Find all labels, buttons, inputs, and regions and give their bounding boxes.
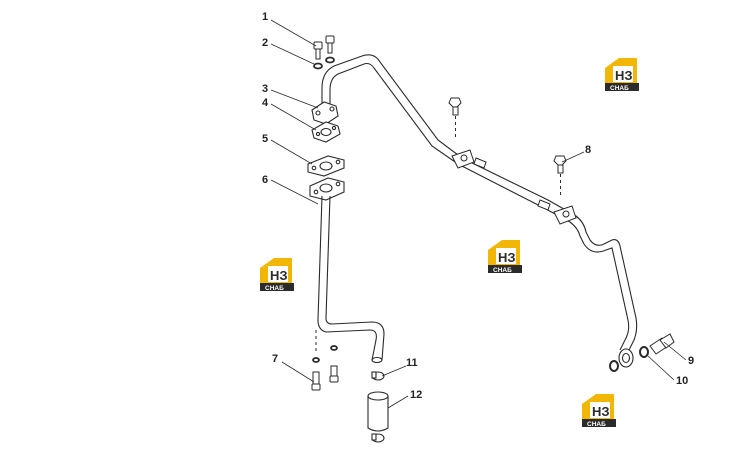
svg-text:СНАБ: СНАБ [493, 267, 512, 274]
callout-12: 12 [410, 389, 422, 401]
svg-text:НЗ: НЗ [615, 68, 633, 83]
clamp-bolt [448, 97, 462, 140]
banjo-bolt [649, 333, 675, 355]
watermark-logo: НЗ СНАБ [260, 258, 294, 292]
fitting-washer [313, 56, 335, 70]
return-pipe-flange [309, 177, 345, 201]
return-oil-pipe [317, 195, 385, 364]
watermark-logo: НЗ СНАБ [605, 58, 639, 92]
svg-text:СНАБ: СНАБ [610, 85, 629, 92]
callout-8: 8 [585, 144, 591, 156]
leader-lines [270, 19, 687, 409]
hose-clamp [371, 371, 385, 381]
svg-text:НЗ: НЗ [498, 250, 516, 265]
callout-11: 11 [406, 357, 418, 369]
callout-2: 2 [262, 37, 268, 49]
pipe-flange [311, 101, 339, 125]
watermark-logo: НЗ СНАБ [582, 394, 616, 428]
watermark-logo: НЗ СНАБ [488, 240, 522, 274]
svg-text:СНАБ: СНАБ [587, 421, 606, 428]
clamp-bolt [553, 155, 567, 198]
svg-text:СНАБ: СНАБ [265, 285, 284, 292]
rubber-hose [367, 391, 389, 443]
sealing-washer [609, 346, 649, 372]
upper-oil-pipe [321, 54, 638, 353]
gasket [307, 155, 345, 177]
pipe-clamp [537, 199, 577, 225]
return-pipe-bolt [311, 330, 339, 391]
callout-3: 3 [262, 83, 268, 95]
callout-9: 9 [688, 355, 694, 367]
callout-10: 10 [676, 375, 688, 387]
fitting-bolt [313, 35, 335, 60]
callout-7: 7 [272, 353, 278, 365]
flange-gasket [311, 121, 341, 143]
callout-4: 4 [262, 97, 269, 109]
svg-text:НЗ: НЗ [592, 404, 610, 419]
callout-1: 1 [262, 11, 268, 23]
callout-5: 5 [262, 133, 268, 145]
pipe-clamp [451, 149, 487, 169]
svg-text:НЗ: НЗ [270, 268, 288, 283]
callout-labels: 1 2 3 4 5 6 7 8 9 10 11 12 [262, 11, 694, 401]
banjo-fitting [618, 348, 634, 368]
callout-6: 6 [262, 174, 268, 186]
